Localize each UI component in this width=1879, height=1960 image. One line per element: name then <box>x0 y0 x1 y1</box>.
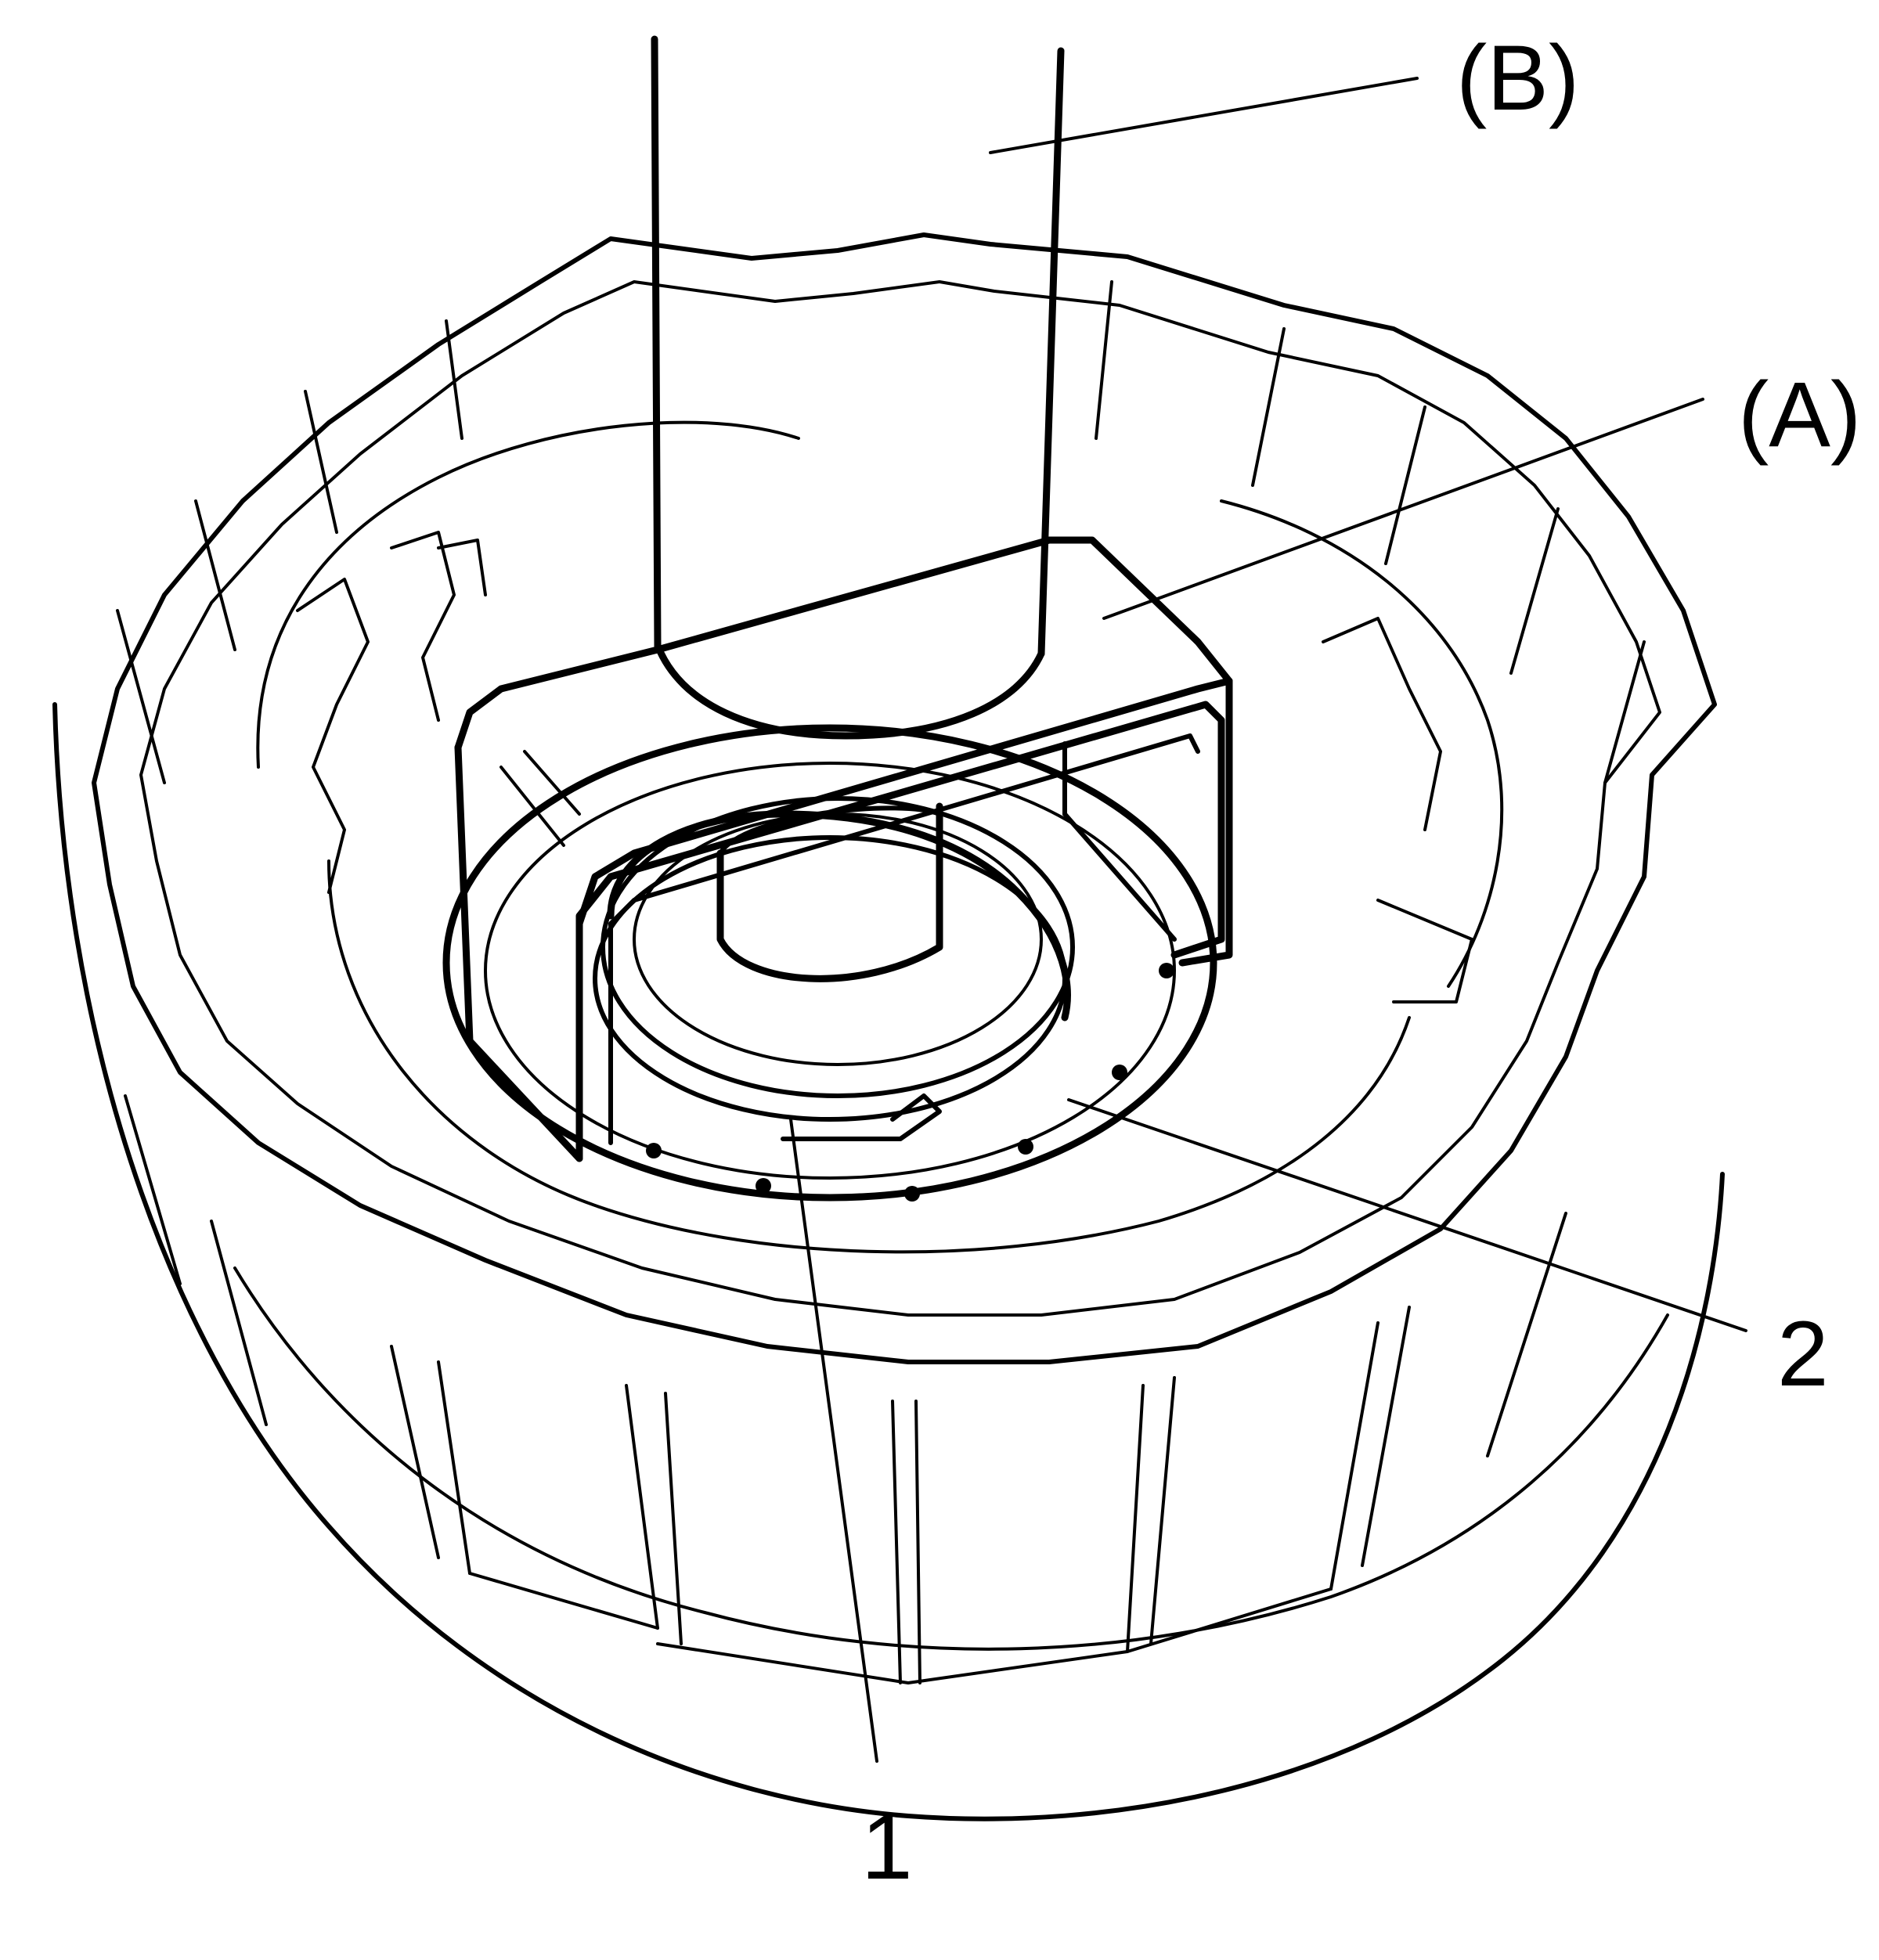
housing-inner-floor <box>327 859 1411 1254</box>
callout-1: 1 <box>861 1796 913 1899</box>
housing-inner-wall <box>256 420 800 769</box>
leader-2 <box>1067 1098 1747 1332</box>
press-ram-b <box>651 35 1065 740</box>
leader-b <box>989 77 1419 154</box>
callout-2: 2 <box>1777 1302 1829 1406</box>
housing-outer-rim <box>92 232 1717 1364</box>
hub-post <box>716 802 943 982</box>
tool-a-highlight-1 <box>500 766 565 847</box>
piston-outer-ring <box>442 724 1217 1202</box>
rivets <box>646 963 1174 1202</box>
callout-a: (A) <box>1738 363 1861 467</box>
tool-a-edge-2 <box>1062 812 1177 942</box>
housing-inner-rim <box>139 280 1661 1317</box>
housing-inner-wall-right <box>1220 499 1504 988</box>
tool-a-front-face <box>575 677 1233 928</box>
retainer-clip <box>781 1093 942 1141</box>
ram-bottom <box>654 642 1045 740</box>
hub-top <box>593 835 1067 1122</box>
tool-a-inner-window <box>608 733 1200 1145</box>
tool-a-left-side <box>454 744 583 1162</box>
tool-a-highlight-2 <box>523 750 581 816</box>
hub-post-top <box>718 805 942 856</box>
housing-lower-edge <box>233 1266 1669 1651</box>
tool-a-body <box>454 536 1233 967</box>
tool-a-window <box>575 701 1225 1162</box>
leader-1 <box>789 1118 878 1763</box>
housing-drum <box>52 232 1725 1821</box>
center-hub <box>593 802 1071 1141</box>
callout-b: (B) <box>1456 27 1579 130</box>
housing-bottom-outline <box>52 702 1725 1821</box>
compressor-tool-a <box>454 536 1233 1162</box>
ram-right-edge <box>1037 47 1065 658</box>
hub-cup <box>607 810 1071 1021</box>
housing-teeth <box>124 1094 1567 1684</box>
housing-wall-slots <box>116 280 1646 784</box>
leader-lines <box>789 77 1747 1763</box>
clutch-tabs <box>296 531 1473 1003</box>
ram-left-edge <box>651 35 662 650</box>
leader-a <box>1102 398 1704 620</box>
